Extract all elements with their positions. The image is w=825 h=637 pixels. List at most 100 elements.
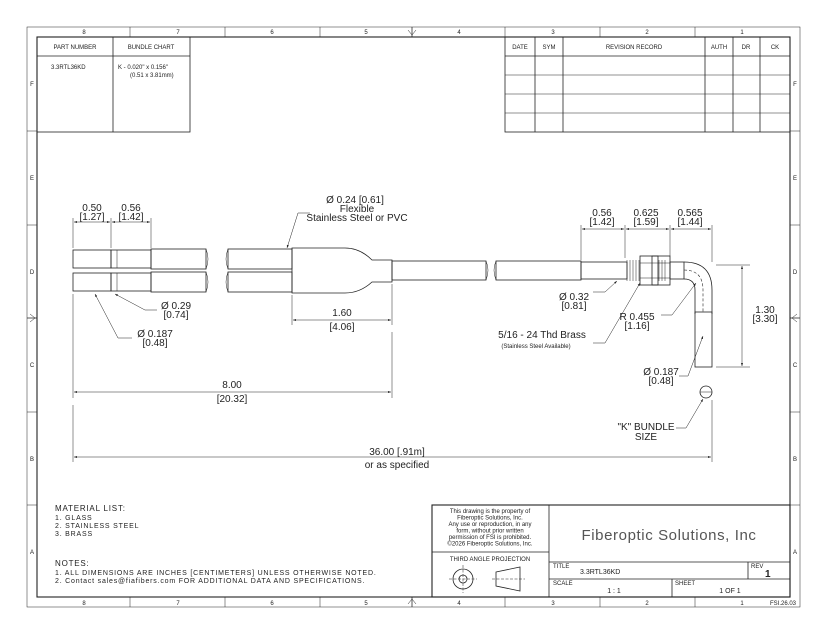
- lower-leg-a: [150, 271, 207, 293]
- zone-col-8-bottom: 8: [82, 601, 86, 607]
- dim-800-metric: [20.32]: [217, 394, 248, 405]
- notes: NOTES: 1. ALL DIMENSIONS ARE INCHES [CEN…: [55, 559, 377, 585]
- flex-label-2: Stainless Steel or PVC: [306, 213, 407, 224]
- sheet-border: [26, 26, 801, 608]
- property-line-6: ©2026 Fiberoptic Solutions, Inc.: [447, 541, 532, 548]
- dim-800: 8.00: [222, 380, 242, 391]
- dim-0565: 0.565: [677, 208, 702, 219]
- material-list: MATERIAL LIST: 1. GLASS 2. STAINLESS STE…: [55, 504, 139, 538]
- material-item-1: 1. GLASS: [55, 515, 93, 522]
- zone-row-e: E: [30, 176, 34, 182]
- part-number-value: 3.3RTL36KD: [51, 65, 86, 71]
- property-line-4: form, without prior written: [456, 529, 523, 535]
- notes-title: NOTES:: [55, 559, 90, 568]
- lower-tip: [72, 272, 112, 292]
- material-title: MATERIAL LIST:: [55, 504, 126, 513]
- dim-r0455-metric: [1.16]: [624, 321, 649, 332]
- zone-col-5: 5: [364, 30, 368, 36]
- zone-row-a-right: A: [793, 550, 797, 556]
- rev-value: 1: [765, 569, 771, 580]
- zone-row-c-right: C: [793, 363, 798, 369]
- zone-row-b-right: B: [793, 457, 797, 463]
- zone-col-8: 8: [82, 30, 86, 36]
- zone-col-5-bottom: 5: [364, 601, 368, 607]
- property-line-5: permission of FSI is prohibited.: [449, 535, 532, 541]
- zone-row-d-right: D: [793, 270, 798, 276]
- zone-row-e-right: E: [793, 176, 797, 182]
- title-label: TITLE: [553, 564, 569, 570]
- zone-col-3: 3: [551, 30, 555, 36]
- dim-032: Ø 0.32: [559, 292, 589, 303]
- rev-header-sym: SYM: [542, 45, 555, 51]
- dim-0625-metric: [1.59]: [633, 217, 658, 228]
- dimensions: 0.50 [1.27] 0.56 [1.42] Ø 0.24 [0.61] Fl…: [72, 195, 778, 471]
- note-2: 2. Contact sales@fiafibers.com FOR ADDIT…: [55, 578, 365, 585]
- material-item-2: 2. STAINLESS STEEL: [55, 523, 139, 530]
- bundle-chart-header: BUNDLE CHART: [128, 45, 175, 51]
- rev-header-dr: DR: [742, 45, 751, 51]
- k-bundle-label-2: SIZE: [635, 432, 658, 443]
- title-block: This drawing is the property of Fiberopt…: [431, 504, 791, 598]
- note-1: 1. ALL DIMENSIONS ARE INCHES [CENTIMETER…: [55, 570, 377, 577]
- dim-160-metric: [4.06]: [329, 322, 354, 333]
- upper-leg-a: [150, 248, 207, 270]
- thread-sleeve: [580, 261, 628, 280]
- rev-header-ck: CK: [771, 45, 779, 51]
- dim-130-metric: [3.30]: [752, 314, 777, 325]
- dim-3600-note: or as specified: [365, 460, 429, 471]
- dim-050-metric: [1.27]: [79, 212, 104, 223]
- dim-032-metric: [0.81]: [561, 301, 586, 312]
- dim-130: 1.30: [755, 305, 775, 316]
- dim-029-metric: [0.74]: [163, 310, 188, 321]
- k-bundle-label-1: "K" BUNDLE: [617, 422, 674, 433]
- document-code: FSI.26.03: [770, 601, 797, 607]
- hex-nut-2: [651, 255, 671, 286]
- dim-0187-right-metric: [0.48]: [648, 376, 673, 387]
- dim-right-056-metric: [1.42]: [589, 217, 614, 228]
- zone-row-a: A: [30, 550, 34, 556]
- upper-leg-b: [227, 248, 293, 270]
- rev-header-auth: AUTH: [711, 45, 727, 51]
- zone-col-2-bottom: 2: [645, 601, 649, 607]
- title-value: 3.3RTL36KD: [580, 569, 620, 576]
- thread-spec: 5/16 - 24 Thd Brass: [498, 330, 586, 341]
- dim-0565-metric: [1.44]: [677, 217, 702, 228]
- zone-row-c: C: [30, 363, 35, 369]
- zone-col-4-bottom: 4: [457, 601, 461, 607]
- dim-050: 0.50: [82, 203, 102, 214]
- zone-col-7-bottom: 7: [176, 601, 180, 607]
- company-name: Fiberoptic Solutions, Inc: [581, 527, 756, 544]
- material-item-3: 3. BRASS: [55, 531, 93, 538]
- projection-label: THIRD ANGLE PROJECTION: [450, 557, 530, 563]
- rev-header-record: REVISION RECORD: [606, 45, 663, 51]
- thread-note: (Stainless Steel Available): [501, 344, 570, 350]
- zone-col-2: 2: [645, 30, 649, 36]
- dim-0187-left-metric: [0.48]: [142, 338, 167, 349]
- projection-symbol: [449, 565, 525, 593]
- rev-label: REV: [751, 564, 763, 570]
- dim-160: 1.60: [332, 308, 352, 319]
- part-number-header: PART NUMBER: [53, 45, 97, 51]
- common-trunk-b: [495, 260, 582, 281]
- zone-col-1: 1: [740, 30, 744, 36]
- scale-value: 1 : 1: [607, 588, 621, 595]
- zone-col-1-bottom: 1: [740, 601, 744, 607]
- scale-label: SCALE: [553, 581, 573, 587]
- property-line-1: This drawing is the property of: [450, 509, 531, 515]
- zone-col-3-bottom: 3: [551, 601, 555, 607]
- dim-056-metric: [1.42]: [118, 212, 143, 223]
- zone-row-b: B: [30, 457, 34, 463]
- revision-table: DATE SYM REVISION RECORD AUTH DR CK: [504, 36, 791, 133]
- dim-0187-left: Ø 0.187: [137, 329, 173, 340]
- flex-label-1: Flexible: [340, 204, 375, 215]
- output-tip: [694, 311, 713, 368]
- dim-r0455: R 0.455: [619, 312, 654, 323]
- breakout-junction: [291, 247, 393, 294]
- cable-assembly: [72, 247, 713, 399]
- bent-tube-inner: [683, 278, 696, 314]
- property-line-3: Any use or reproduction, in any: [448, 522, 531, 528]
- bundle-chart-line2: (0.51 x 3.81mm): [130, 73, 174, 79]
- zone-row-f: F: [30, 82, 34, 88]
- zone-col-4: 4: [457, 30, 461, 36]
